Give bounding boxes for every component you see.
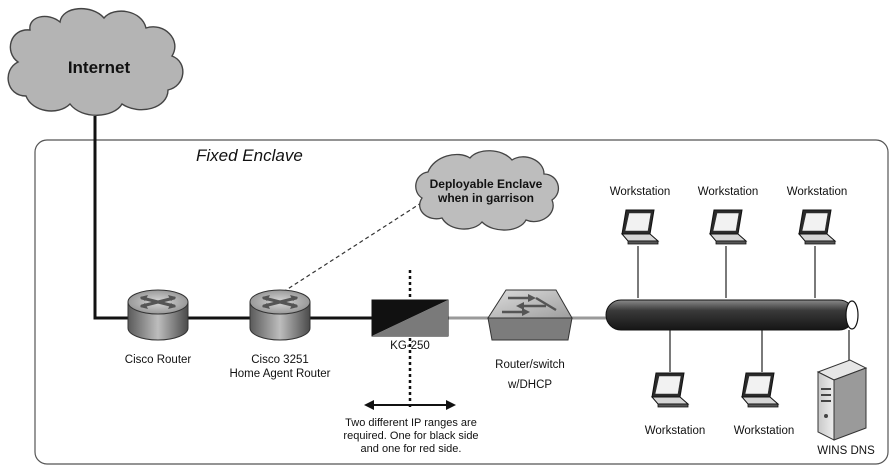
deployable-dashed-link [282,195,433,293]
note-line-3: and one for red side. [360,443,462,455]
internet-link [93,116,128,320]
deployable-enclave-label: Deployable Enclave when in garrison [420,177,552,205]
workstation-label: Workstation [786,186,848,198]
home-agent-label: Cisco 3251 Home Agent Router [218,353,342,381]
home-agent-line-2: Home Agent Router [229,368,331,380]
internet-cloud [7,7,184,116]
home-agent-router-icon [248,288,312,342]
note-line-2: required. One for black side [343,430,479,442]
laptop-icon [621,209,659,245]
note-line-1: Two different IP ranges are [345,417,477,429]
server-icon [816,359,868,441]
router-switch-icon [487,289,573,341]
laptop-icon [709,209,747,245]
deployable-line-2: when in garrison [437,191,534,205]
deployable-line-1: Deployable Enclave [429,177,543,191]
router-switch-label: Router/switch [495,359,565,371]
workstation-label: Workstation [733,425,795,437]
home-agent-line-1: Cisco 3251 [251,354,309,366]
cisco-router-icon [126,288,190,342]
ip-range-note: Two different IP ranges are required. On… [326,417,496,456]
ip-range-arrow [364,400,456,410]
laptop-icon [741,372,779,408]
wins-dns-label: WINS DNS [817,445,875,457]
workstation-label: Workstation [697,186,759,198]
kg250-label: KG-250 [390,340,430,352]
laptop-icon [651,372,689,408]
deployable-cloud [415,150,560,231]
laptop-icon [798,209,836,245]
workstation-drops [637,246,850,372]
workstation-label: Workstation [609,186,671,198]
enclave-title: Fixed Enclave [196,146,303,165]
enclave-boundary [34,139,889,465]
cisco-router-label: Cisco Router [124,354,192,366]
workstation-label: Workstation [644,425,706,437]
router-switch-dhcp-label: w/DHCP [507,379,553,391]
kg250-icon [371,299,449,337]
internet-label: Internet [67,58,131,77]
lan-backbone [605,299,859,331]
